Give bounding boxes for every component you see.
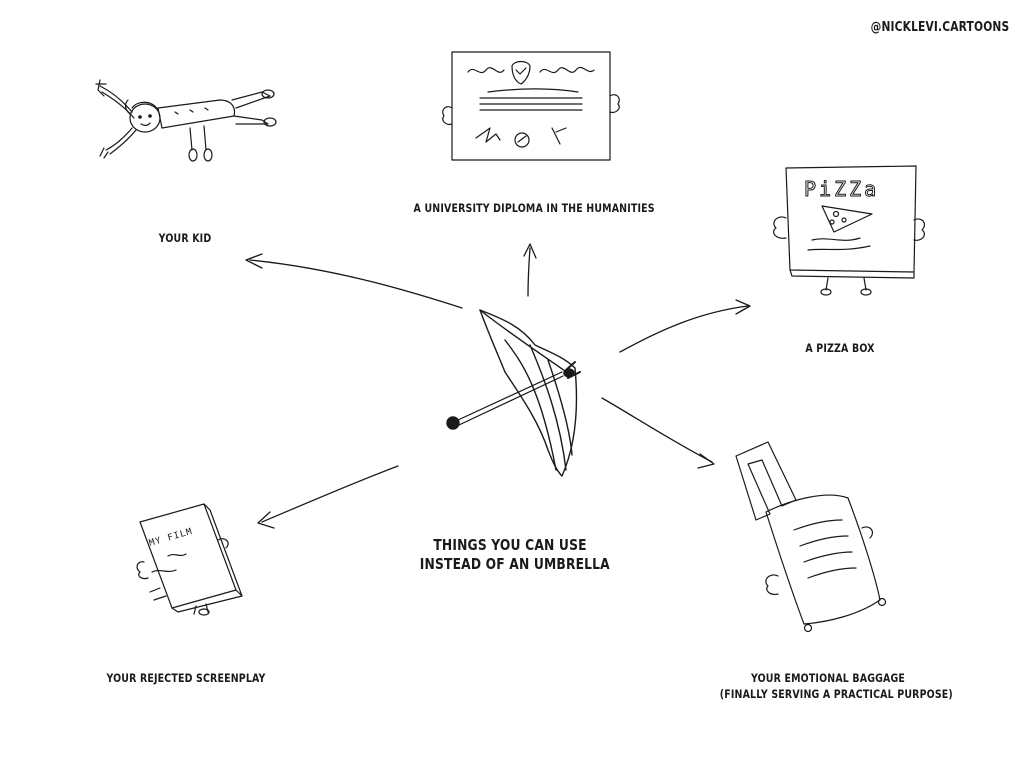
pizza-box-word: PiZZa [804, 177, 879, 201]
arrows [246, 244, 750, 528]
label-university-diploma: A UNIVERSITY DIPLOMA IN THE HUMANITIES [413, 201, 655, 215]
umbrella-drawing [447, 310, 580, 476]
umbrella-ribs [480, 310, 572, 470]
screenplay-book [140, 504, 236, 608]
label-rejected-screenplay: YOUR REJECTED SCREENPLAY [106, 671, 266, 685]
center-title-line2: INSTEAD OF AN UMBRELLA [419, 555, 610, 573]
arrow-to-diploma [528, 248, 530, 296]
label-emotional-baggage: YOUR EMOTIONAL BAGGAGE (FINALLY SERVING … [719, 670, 953, 702]
diploma-drawing [443, 52, 620, 160]
arrow-to-kid [250, 260, 462, 308]
diploma-frame [452, 52, 610, 160]
arrow-to-baggage [602, 398, 712, 462]
umbrella-canopy [480, 310, 577, 476]
center-title: THINGS YOU CAN USE INSTEAD OF AN UMBRELL… [419, 536, 610, 574]
label-emotional-baggage-line2: (FINALLY SERVING A PRACTICAL PURPOSE) [719, 687, 953, 701]
arrow-to-screenplay [262, 466, 398, 522]
artist-credit: @NICKLEVI.CARTOONS [870, 20, 1010, 35]
umbrella-handle-knob [447, 417, 459, 429]
label-emotional-baggage-line1: YOUR EMOTIONAL BAGGAGE [750, 671, 906, 685]
label-pizza-box: A PIZZA BOX [805, 341, 875, 355]
label-your-kid: YOUR KID [158, 231, 212, 245]
suitcase-body [766, 495, 880, 624]
kid-torso [158, 100, 234, 128]
pizza-box-drawing: PiZZa [774, 166, 925, 295]
suitcase-handle [736, 442, 796, 520]
suitcase-drawing [736, 442, 886, 632]
arrow-to-pizza [620, 306, 748, 352]
center-title-line1: THINGS YOU CAN USE [433, 536, 587, 554]
kid-drawing [96, 80, 276, 161]
screenplay-title: MY FILM [148, 527, 194, 549]
screenplay-drawing: MY FILM [137, 504, 242, 615]
